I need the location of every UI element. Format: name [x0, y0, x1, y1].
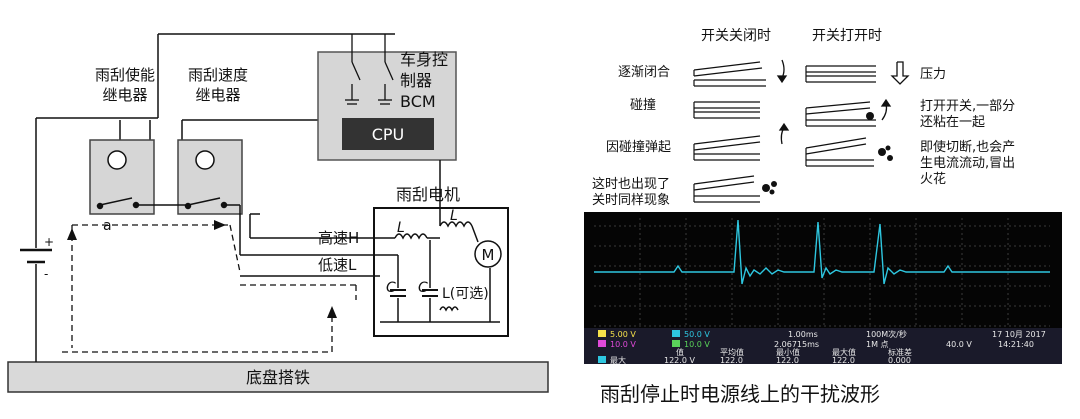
scope-date: 17 10月 2017: [992, 330, 1046, 339]
motor-symbol: [474, 240, 502, 268]
battery: [20, 118, 52, 362]
row-same-1: 这时也出现了: [592, 176, 670, 192]
motor-symbol-label: M: [482, 246, 495, 264]
note-spark-1: 即使切断,也会产: [920, 139, 1015, 155]
row-same-2: 关时同样现象: [592, 193, 670, 208]
relay-output-wires: [136, 160, 441, 277]
inductor-1-label: L: [397, 220, 405, 236]
stat-header-value: 值: [676, 347, 684, 357]
capacitor-1-label: C: [386, 280, 396, 296]
relay-speed-label-2: 继电器: [195, 86, 240, 104]
note-spark-2: 生电流流动,冒出: [920, 156, 1015, 171]
bcm-label-1: 车身控: [400, 50, 448, 69]
battery-plus: +: [44, 235, 54, 249]
ch4-scale: 10.0 V: [684, 340, 710, 349]
stat-header-mean: 平均值: [720, 347, 744, 357]
trigger-level: 40.0 V: [946, 340, 972, 349]
record-length: 1M 点: [866, 340, 889, 349]
contact-shapes: [693, 61, 876, 203]
pressure-label: 压力: [920, 67, 946, 82]
chassis-ground-bar: [7, 361, 549, 393]
spark-marks: [762, 112, 893, 195]
battery-minus: -: [44, 267, 48, 281]
timebase: 1.00ms: [788, 330, 818, 339]
wiper-circuit-diagram: 底盘搭铁 + - 雨刮使能 继电器 雨刮速度 继电器 a: [7, 33, 549, 393]
capacitor-2-label: C: [418, 280, 428, 296]
stat-max: 122.0: [832, 356, 855, 364]
inductor-2-label: L: [450, 208, 458, 224]
pressure-arrow: [890, 61, 910, 85]
row-gradual-close: 逐渐闭合: [618, 65, 670, 80]
bcm-switches: [345, 34, 394, 105]
contact-bounce-diagram: 开关关闭时 开关打开时 逐渐闭合 碰撞 因碰撞弹起 这时也出现了 关时同样现象: [592, 27, 1015, 208]
stat-min: 122.0: [776, 356, 799, 364]
row-bounce: 因碰撞弹起: [606, 140, 671, 155]
chassis-label: 底盘搭铁: [246, 368, 310, 387]
supply-wires: [36, 33, 395, 142]
high-speed-label: 高速H: [318, 229, 359, 247]
cpu-box: [342, 118, 434, 150]
current-path-arrows: [67, 220, 337, 318]
node-a-label: a: [103, 218, 112, 234]
motion-arrows: [776, 59, 892, 145]
ch1-scale: 5.00 V: [610, 330, 636, 339]
low-speed-label: 低速L: [318, 256, 357, 274]
figure-caption: 雨刮停止时电源线上的干扰波形: [600, 382, 880, 406]
note-stuck-1: 打开开关,一部分: [920, 99, 1015, 114]
stat-label: 最大: [610, 355, 626, 364]
bcm-label-3: BCM: [400, 92, 436, 111]
relay-enable-label-2: 继电器: [102, 86, 147, 104]
wiper-motor-box: [373, 207, 509, 337]
waveform-trace: [594, 219, 1050, 285]
row-collision: 碰撞: [630, 98, 656, 113]
stat-mean: 122.0: [720, 356, 743, 364]
scope-time: 14:21:40: [998, 340, 1034, 349]
sample-rate: 100M次/秒: [866, 329, 907, 339]
col-closing-label: 开关关闭时: [701, 28, 771, 44]
inductor-3-label: L(可选): [442, 286, 489, 302]
ch3-scale: 10.0 V: [610, 340, 636, 349]
relay-speed-coil: [195, 150, 215, 170]
stat-value: 122.0 V: [664, 356, 695, 364]
note-spark-3: 火花: [920, 171, 946, 187]
motor-internal-wiring: [380, 212, 500, 323]
note-stuck-2: 还粘在一起: [920, 115, 985, 130]
stat-header-max: 最大值: [832, 347, 856, 357]
stat-std: 0.000: [888, 356, 911, 364]
bcm-label-2: 制器: [400, 71, 432, 90]
wiper-motor-label: 雨刮电机: [396, 185, 460, 204]
relay-speed-switch: [184, 197, 228, 210]
scope-readout-bar: [584, 328, 1062, 364]
relay-speed-label-1: 雨刮速度: [188, 66, 248, 84]
relay-enable-label-1: 雨刮使能: [95, 66, 155, 84]
relay-enable-coil: [107, 150, 127, 170]
ch2-scale: 50.0 V: [684, 330, 710, 339]
stat-header-min: 最小值: [776, 347, 800, 357]
stat-header-std: 标准差: [888, 347, 912, 357]
oscilloscope-screen: 5.00 V 50.0 V 10.0 V 10.0 V 1.00ms 2.067…: [584, 212, 1062, 364]
trigger-position: 2.06715ms: [774, 340, 819, 349]
cpu-label: CPU: [372, 125, 405, 144]
col-opening-label: 开关打开时: [812, 27, 882, 44]
